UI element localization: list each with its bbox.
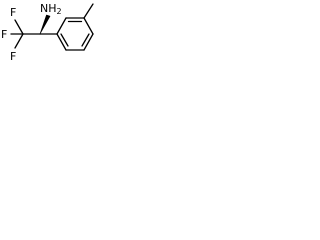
amine-hydrogen-count: 2 xyxy=(57,7,62,16)
ring-bond-4 xyxy=(83,33,94,51)
bond-cf-bottom xyxy=(14,33,24,49)
atom-amine: NH xyxy=(40,2,57,15)
ring-bond-1 xyxy=(56,17,67,35)
bond-cf-top xyxy=(14,19,24,35)
wedge-bond-amine xyxy=(39,14,51,35)
structure-diagram: F F F NH 2 xyxy=(1,2,94,63)
ring-double-bond-right xyxy=(81,33,90,47)
atom-f-top: F xyxy=(10,6,16,19)
amine-element: N xyxy=(40,2,48,15)
amine-hydrogen: H xyxy=(48,2,56,15)
ring-bond-6 xyxy=(56,33,67,51)
atom-f-left: F xyxy=(1,28,7,41)
ring-bond-3 xyxy=(83,17,94,35)
ring-double-bond-left xyxy=(60,33,69,47)
bond-methyl xyxy=(83,3,94,19)
atom-f-bottom: F xyxy=(10,50,16,63)
